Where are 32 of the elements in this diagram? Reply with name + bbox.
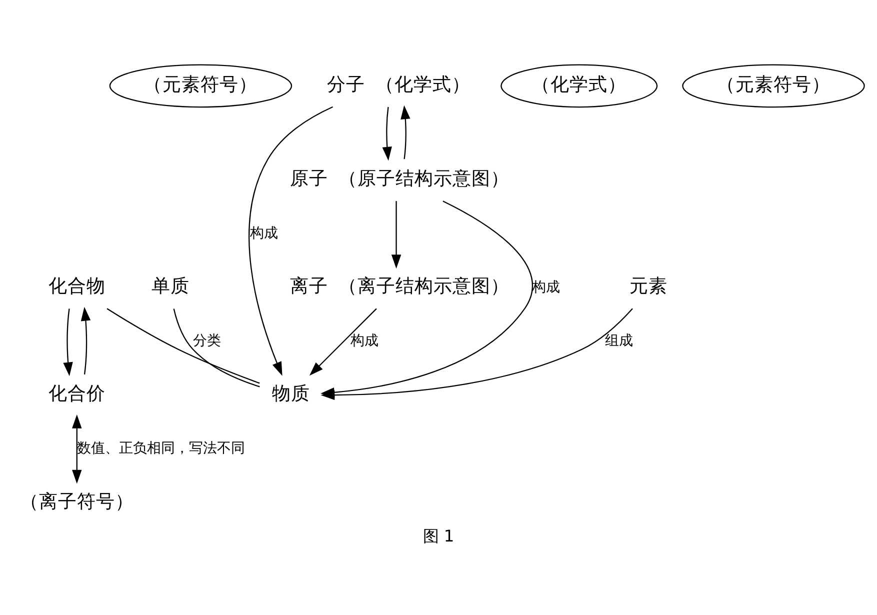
node-text: 分子: [326, 74, 365, 96]
edge-label: 构成: [250, 225, 278, 242]
edge-label: 组成: [605, 333, 634, 350]
connector: [106, 308, 260, 384]
caption: 图 1: [422, 526, 454, 546]
node-text: 化合物: [48, 276, 106, 298]
node-text: 元素: [630, 276, 668, 298]
connector: [173, 308, 260, 388]
arrow: [382, 106, 392, 161]
node-text: 化合价: [48, 384, 106, 405]
arrow: [320, 200, 533, 398]
node-text: 单质: [152, 276, 190, 298]
arrow: [72, 414, 82, 484]
arrow: [309, 308, 377, 376]
node-label: （离子结构示意图）: [338, 276, 510, 298]
edge-label: 构成: [532, 279, 560, 296]
node-text: 物质: [272, 384, 310, 405]
arrow: [63, 308, 73, 376]
node-text: （离子符号）: [20, 491, 134, 512]
edge-label: 构成: [350, 333, 378, 350]
node-text: 原子: [290, 168, 328, 190]
node-label: （化学式）: [375, 74, 470, 96]
node-text: 离子: [290, 276, 328, 298]
arrow: [80, 306, 91, 374]
arrow: [248, 106, 334, 376]
edge-label: 分类: [193, 333, 222, 350]
node-ellipse: （元素符号）: [682, 64, 865, 108]
arrow: [400, 105, 410, 160]
arrow: [391, 201, 402, 269]
node-ellipse: （元素符号）: [109, 64, 292, 108]
node-label: （原子结构示意图）: [338, 168, 510, 190]
node-ellipse: （化学式）: [500, 64, 658, 108]
